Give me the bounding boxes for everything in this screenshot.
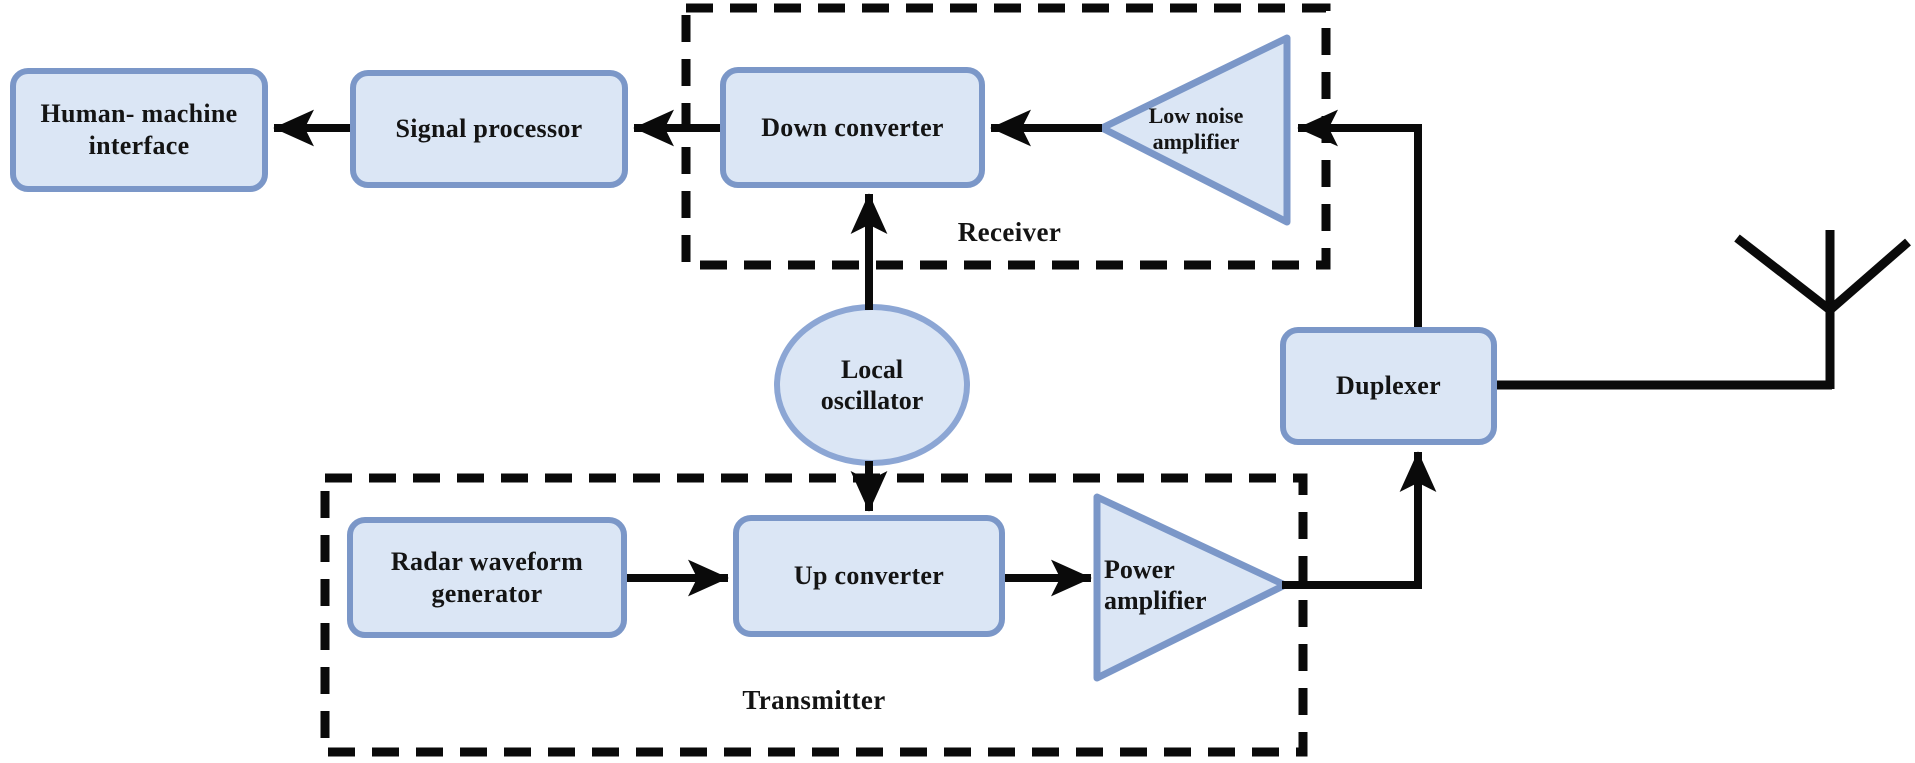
transmitter-group-border	[320, 473, 1308, 757]
node-label: Up converter	[793, 561, 945, 591]
receiver-group-label: Receiver	[957, 216, 1062, 247]
local-oscillator-label: Local oscillator	[820, 354, 924, 415]
low-noise-amplifier-label: Low noise amplifier	[1148, 102, 1244, 154]
node-human-machine-interface: Human- machine interface	[10, 68, 268, 192]
antenna-icon	[1734, 230, 1911, 389]
node-label: Signal processor	[395, 114, 583, 144]
arrow-duplexer-to-lna	[1297, 109, 1422, 327]
power-amplifier-triangle	[1093, 493, 1289, 682]
node-duplexer: Duplexer	[1280, 327, 1497, 445]
transmitter-group-label: Transmitter	[742, 684, 886, 715]
arrow-power-amplifier-to-duplexer	[1282, 451, 1437, 589]
low-noise-amplifier-triangle	[1098, 34, 1291, 226]
node-label: Radar waveform generator	[390, 546, 584, 608]
node-label: Down converter	[761, 112, 944, 142]
node-signal-processor: Signal processor	[350, 70, 628, 188]
node-radar-waveform-generator: Radar waveform generator	[347, 517, 627, 638]
power-amplifier-label: Power amplifier	[1104, 554, 1207, 615]
node-label: Human- machine interface	[40, 99, 238, 160]
node-down-converter: Down converter	[720, 67, 985, 188]
node-up-converter: Up converter	[733, 515, 1005, 637]
node-label: Duplexer	[1336, 371, 1441, 401]
